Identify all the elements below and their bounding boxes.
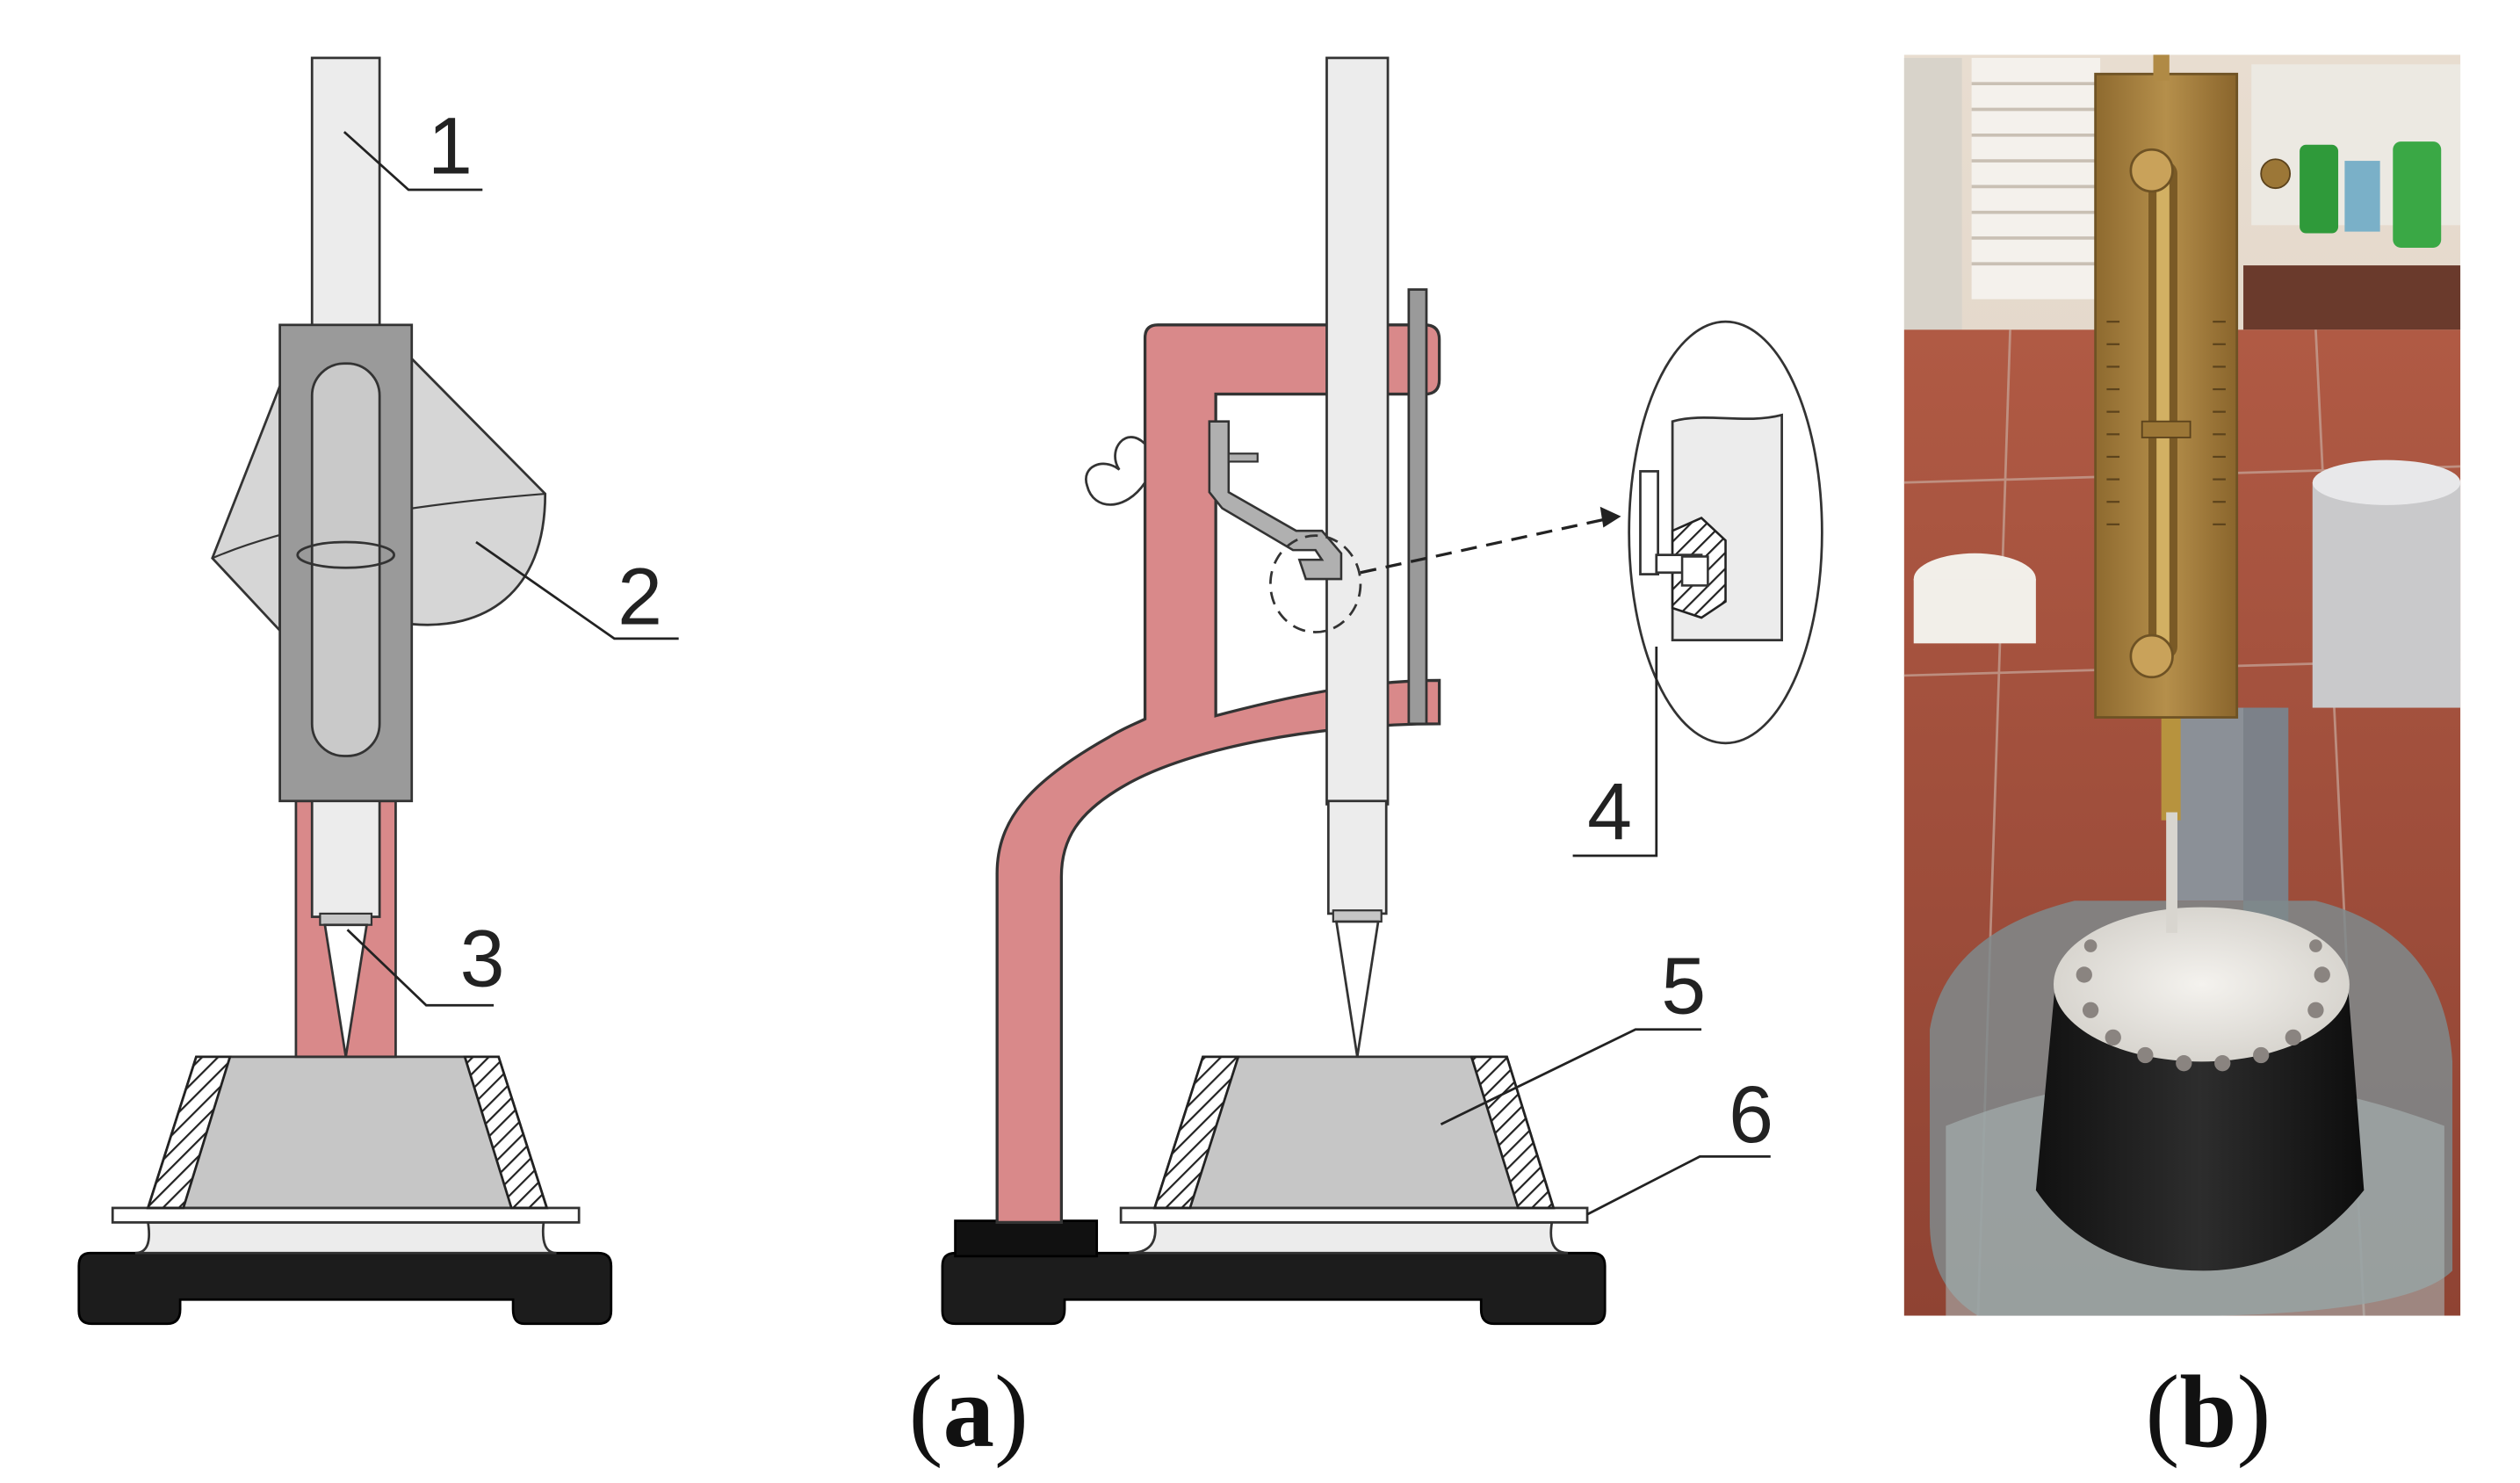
front-plate-support <box>134 1221 557 1255</box>
label-1: 1 <box>428 102 473 192</box>
photo-paste <box>2054 907 2350 1062</box>
caption-a: (a) <box>908 1356 1029 1469</box>
front-needle <box>323 923 369 1058</box>
side-plunger-rod <box>1325 56 1390 806</box>
front-cone-left <box>211 385 281 634</box>
front-cone <box>410 355 547 626</box>
front-mould-wall-left <box>146 1055 232 1210</box>
label-5: 5 <box>1661 941 1706 1031</box>
label-6: 6 <box>1729 1070 1773 1160</box>
apparatus-photo <box>1903 54 2461 1316</box>
side-mould-wall-right <box>1469 1055 1556 1210</box>
label-2: 2 <box>617 552 662 641</box>
caption-b: (b) <box>2145 1356 2271 1469</box>
leader-6 <box>1586 1154 1771 1216</box>
photo-mould <box>2035 984 2365 1271</box>
front-mould-wall-right <box>463 1055 549 1210</box>
detail-arrow <box>1360 516 1612 575</box>
side-base <box>941 1251 1607 1326</box>
side-needle-sleeve <box>1326 799 1388 915</box>
leader-4 <box>1572 646 1658 857</box>
leader-1 <box>343 131 483 192</box>
leader-2 <box>475 540 679 640</box>
side-frame-foot <box>954 1219 1099 1258</box>
side-indicator-arm <box>1208 420 1343 581</box>
front-base <box>77 1251 613 1326</box>
front-holder-slot <box>310 362 381 757</box>
side-glass-plate <box>1119 1206 1589 1224</box>
side-thumbscrew <box>1085 436 1146 506</box>
leader-3 <box>346 929 495 1007</box>
front-glass-plate <box>111 1206 581 1224</box>
front-view-drawing: 1 2 3 <box>77 56 679 1326</box>
side-needle <box>1334 920 1380 1058</box>
side-scale-bar <box>1407 288 1428 726</box>
side-view-drawing: 4 5 6 <box>941 56 1823 1326</box>
leader-5 <box>1440 1028 1702 1125</box>
side-mould-wall-left <box>1152 1055 1240 1210</box>
side-plate-support <box>1129 1221 1569 1255</box>
detail-small-circle <box>1269 534 1362 633</box>
front-needle-holder <box>319 912 373 926</box>
label-4: 4 <box>1587 768 1632 857</box>
label-3: 3 <box>460 914 505 1003</box>
